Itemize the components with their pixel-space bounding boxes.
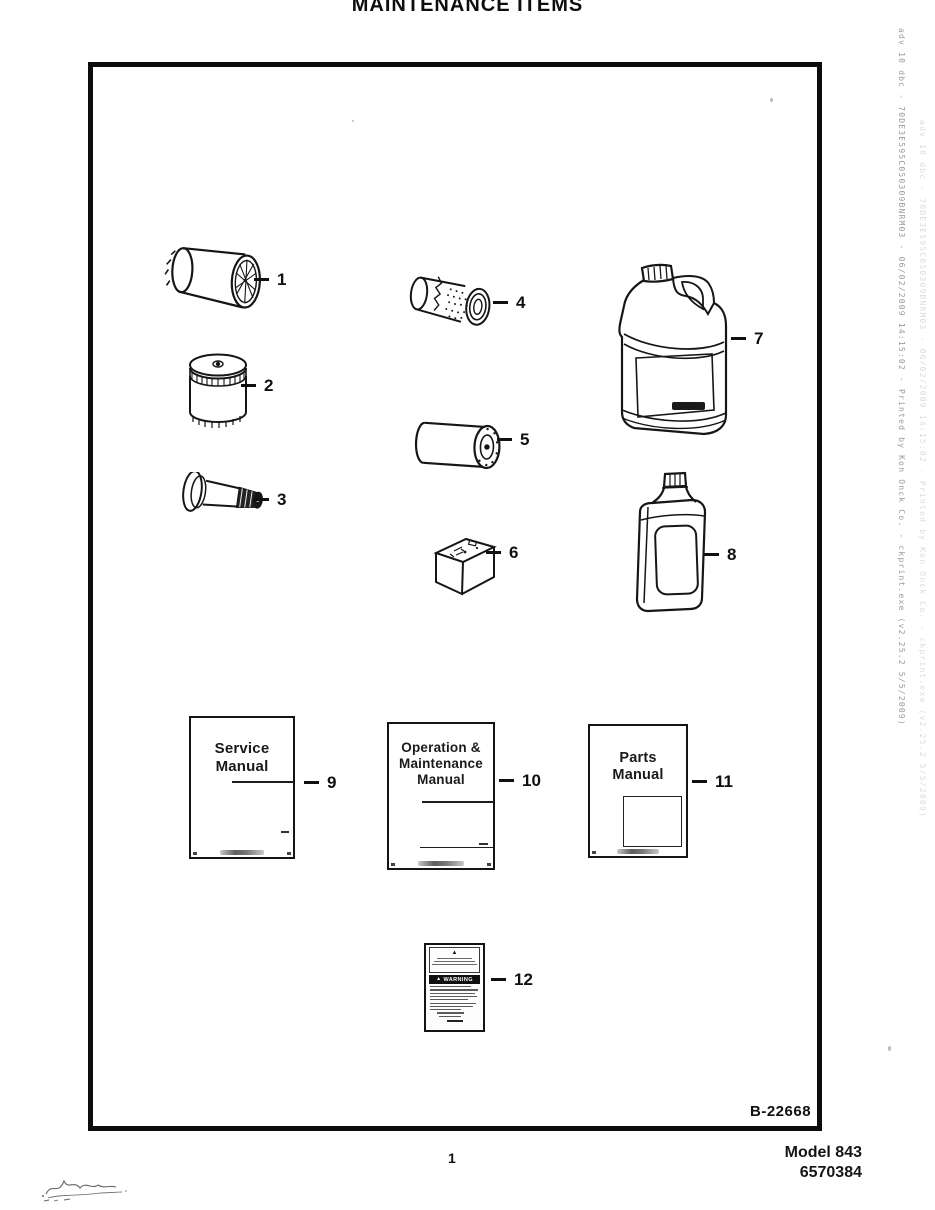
scan-speck bbox=[352, 120, 354, 122]
operation-manual-title: Operation & Maintenance Manual bbox=[399, 740, 483, 787]
inner-air-filter-illustration bbox=[409, 276, 491, 326]
callout-dash bbox=[493, 301, 508, 304]
callout-6: 6 bbox=[486, 544, 518, 561]
callout-number: 7 bbox=[754, 329, 764, 348]
cover-smudge bbox=[219, 850, 265, 855]
callout-dash bbox=[241, 384, 256, 387]
decal-text-line bbox=[437, 957, 472, 959]
decal-warning-banner: ▲ WARNING bbox=[429, 975, 480, 984]
callout-dash bbox=[486, 551, 501, 554]
callout-dash bbox=[491, 978, 506, 981]
decal-fine-print bbox=[430, 989, 479, 991]
decal-fine-print bbox=[430, 1005, 473, 1007]
cover-mark bbox=[479, 843, 488, 845]
callout-number: 11 bbox=[715, 772, 733, 791]
scan-mark bbox=[592, 851, 596, 854]
cover-rule bbox=[422, 801, 494, 803]
print-watermark-ghost: adv 10 dbc - 70DE3E595C050309BNRM03 - 06… bbox=[918, 120, 927, 818]
page-number: 1 bbox=[448, 1150, 456, 1166]
cover-rule bbox=[420, 846, 494, 848]
callout-10: 10 bbox=[499, 772, 541, 789]
operation-maintenance-manual-cover: Operation & Maintenance Manual bbox=[387, 722, 495, 870]
service-manual-title: Service Manual bbox=[214, 740, 270, 775]
kit-box-illustration bbox=[433, 537, 497, 596]
callout-number: 12 bbox=[514, 970, 533, 989]
decal-footer-mark bbox=[446, 1019, 463, 1023]
scan-mark bbox=[487, 863, 491, 866]
scan-speck bbox=[770, 98, 773, 102]
callout-8: 8 bbox=[704, 546, 736, 563]
cover-mark bbox=[281, 831, 289, 833]
callout-9: 9 bbox=[304, 774, 336, 791]
callout-number: 4 bbox=[516, 293, 526, 312]
callout-number: 5 bbox=[520, 430, 530, 449]
decal-text-line bbox=[431, 963, 478, 965]
callout-number: 6 bbox=[509, 543, 519, 562]
decal-banner-label: WARNING bbox=[443, 976, 473, 983]
plug-bolt-illustration bbox=[182, 472, 263, 512]
callout-number: 9 bbox=[327, 773, 337, 792]
callout-dash bbox=[497, 438, 512, 441]
oil-filter-illustration bbox=[414, 421, 501, 470]
decal-fine-print bbox=[430, 1009, 461, 1011]
scan-smudge bbox=[42, 1179, 127, 1202]
decal-text-line bbox=[433, 960, 476, 962]
decal-fine-print bbox=[430, 992, 475, 994]
decal-fine-print bbox=[430, 995, 477, 998]
figure-code: B-22668 bbox=[750, 1103, 812, 1120]
scan-speck bbox=[888, 1046, 891, 1051]
cover-smudge bbox=[616, 849, 660, 854]
callout-dash bbox=[692, 780, 707, 783]
scan-mark bbox=[391, 863, 395, 866]
callout-7: 7 bbox=[731, 330, 763, 347]
callout-number: 8 bbox=[727, 545, 737, 564]
decal-fine-print bbox=[430, 999, 469, 1001]
callout-2: 2 bbox=[241, 377, 273, 394]
air-filter-cartridge-illustration bbox=[164, 247, 262, 309]
fluid-jug-illustration bbox=[618, 263, 728, 436]
callout-dash bbox=[254, 278, 269, 281]
decal-fine-print bbox=[430, 1002, 476, 1004]
service-manual-cover: Service Manual bbox=[189, 716, 295, 859]
warning-decal: ▲ ▲ WARNING bbox=[424, 943, 485, 1032]
decal-fine-print bbox=[437, 1012, 464, 1014]
publication-number: 6570384 bbox=[799, 1164, 862, 1181]
callout-dash bbox=[704, 553, 719, 556]
callout-11: 11 bbox=[692, 773, 733, 790]
model-name: Model 843 bbox=[784, 1144, 862, 1161]
callout-4: 4 bbox=[493, 294, 525, 311]
oil-bottle-illustration bbox=[635, 471, 707, 613]
decal-fine-print bbox=[430, 986, 471, 988]
page-title: MAINTENANCE ITEMS bbox=[351, 0, 584, 16]
scan-mark bbox=[287, 852, 291, 855]
fuel-filter-illustration bbox=[189, 353, 247, 428]
callout-number: 1 bbox=[277, 270, 287, 289]
callout-1: 1 bbox=[254, 271, 286, 288]
callout-12: 12 bbox=[491, 971, 533, 988]
print-watermark: adv 10 dbc - 70DE3E595C050309BNRM03 - 06… bbox=[897, 28, 906, 726]
parts-manual-cover: Parts Manual bbox=[588, 724, 688, 858]
cover-smudge bbox=[418, 861, 464, 866]
cover-panel bbox=[622, 796, 682, 847]
model-block: Model 843 6570384 bbox=[785, 1143, 862, 1183]
warning-triangle-icon: ▲ bbox=[436, 976, 442, 982]
callout-number: 3 bbox=[277, 490, 287, 509]
callout-3: 3 bbox=[254, 491, 286, 508]
decal-header: ▲ bbox=[429, 947, 480, 973]
callout-dash bbox=[254, 498, 269, 501]
callout-number: 10 bbox=[522, 771, 541, 790]
scan-mark bbox=[193, 852, 197, 855]
cover-rule bbox=[231, 781, 294, 783]
callout-5: 5 bbox=[497, 431, 529, 448]
callout-number: 2 bbox=[264, 376, 274, 395]
callout-dash bbox=[499, 779, 514, 782]
parts-manual-title: Parts Manual bbox=[612, 750, 664, 784]
decal-fine-print bbox=[439, 1015, 462, 1017]
callout-dash bbox=[731, 337, 746, 340]
brand-logo-icon: ▲ bbox=[451, 950, 458, 956]
callout-dash bbox=[304, 781, 319, 784]
